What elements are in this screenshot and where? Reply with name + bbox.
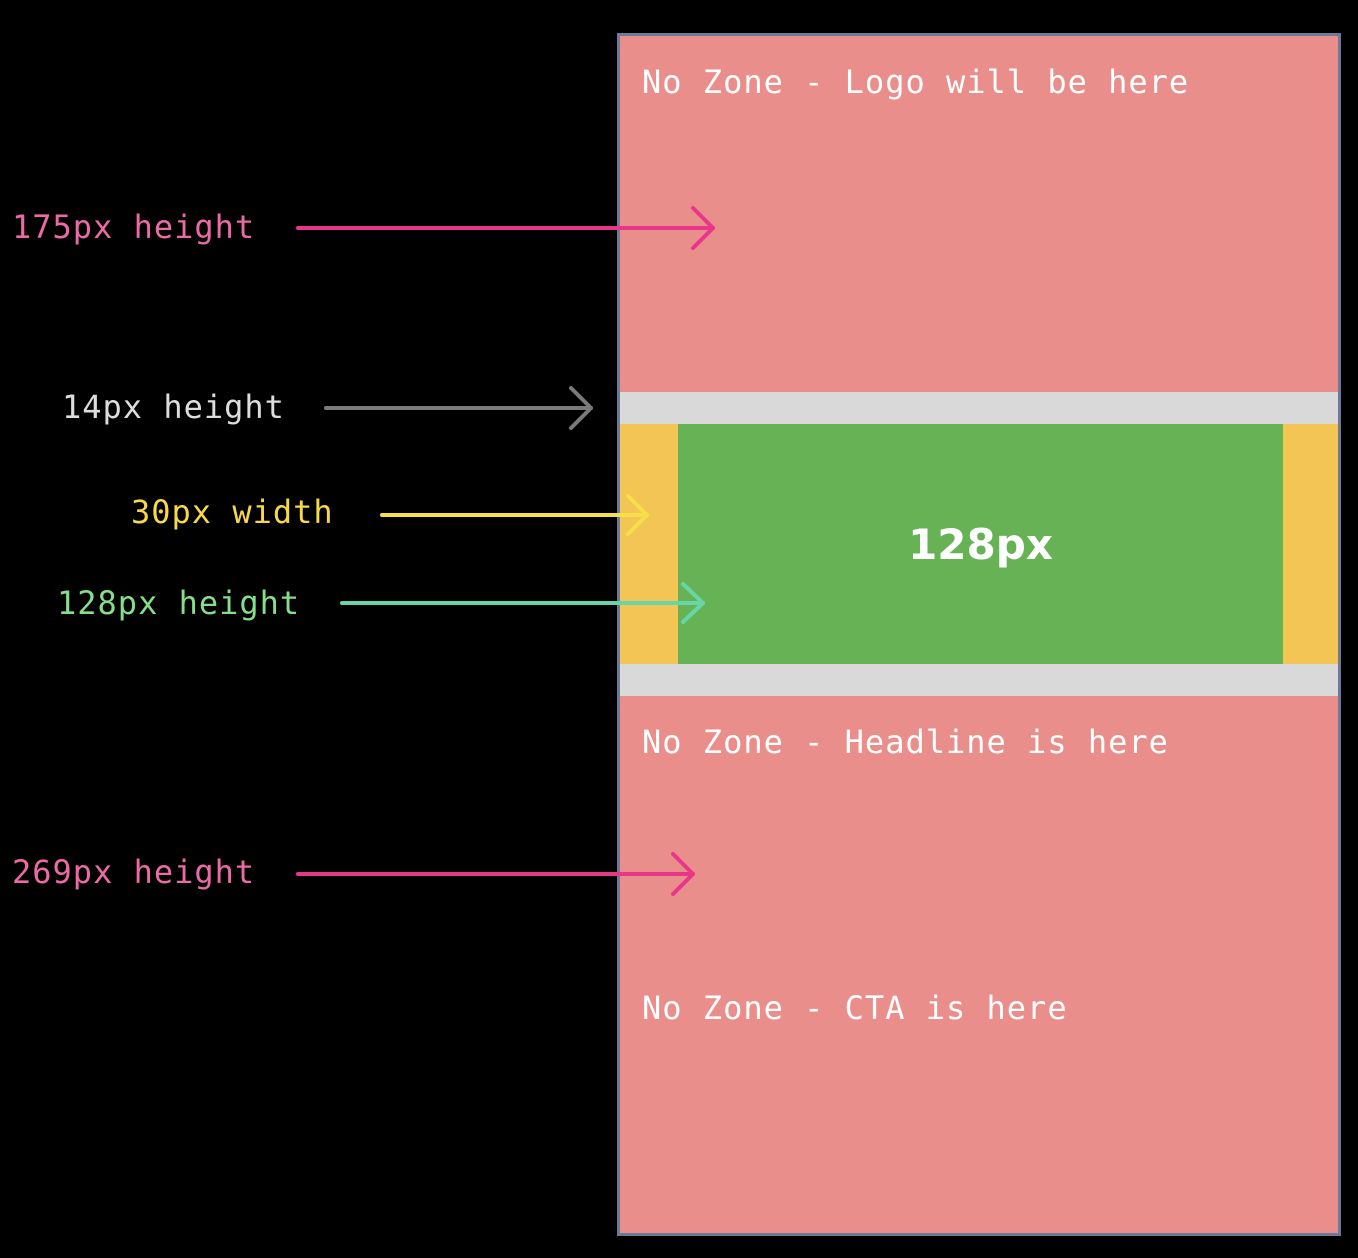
arrow-30px bbox=[380, 494, 649, 536]
annotation-label-175px: 175px height bbox=[12, 208, 256, 246]
annotation-label-14px: 14px height bbox=[62, 388, 285, 426]
arrow-269px bbox=[296, 852, 695, 896]
logo-no-zone: No Zone - Logo will be here bbox=[620, 36, 1338, 392]
top-spacer bbox=[620, 392, 1338, 424]
layout-frame: No Zone - Logo will be here 128px No Zon… bbox=[617, 33, 1341, 1236]
arrow-14px bbox=[324, 386, 593, 430]
annotation-label-269px: 269px height bbox=[12, 853, 256, 891]
side-margin-band: 128px bbox=[620, 424, 1338, 664]
bottom-spacer bbox=[620, 664, 1338, 696]
arrow-175px bbox=[296, 206, 715, 250]
headline-cta-no-zone: No Zone - Headline is here No Zone - CTA… bbox=[620, 696, 1338, 1233]
cta-zone-text: No Zone - CTA is here bbox=[642, 989, 1068, 1027]
safe-zone-label: 128px bbox=[908, 519, 1053, 569]
safe-zone-box: 128px bbox=[678, 424, 1283, 664]
logo-zone-text: No Zone - Logo will be here bbox=[642, 63, 1190, 101]
annotation-label-30px: 30px width bbox=[131, 493, 334, 531]
headline-zone-text: No Zone - Headline is here bbox=[642, 723, 1169, 761]
annotation-label-128px: 128px height bbox=[57, 584, 301, 622]
arrow-128px bbox=[340, 582, 705, 624]
